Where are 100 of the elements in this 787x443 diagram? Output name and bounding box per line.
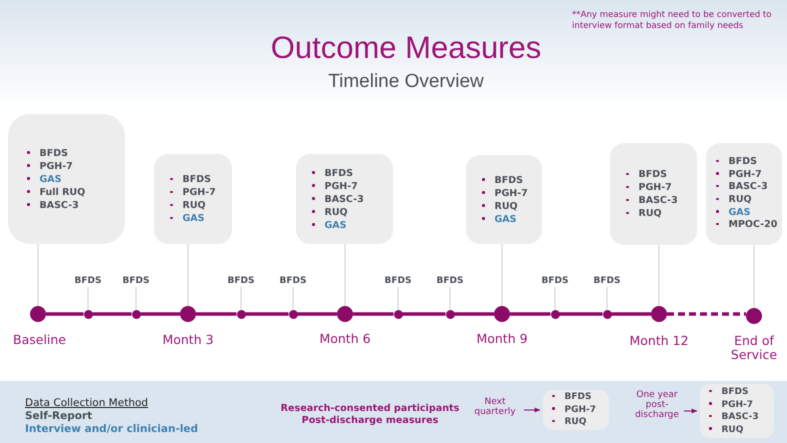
milestone-dot — [746, 308, 762, 324]
timeline-segment — [510, 312, 550, 316]
note-text: **Any measure might need to be converted to interview format based on family needs — [572, 10, 773, 32]
measure-card — [610, 143, 697, 245]
measure-label: BFDS — [378, 276, 418, 286]
measure-item: BFDS — [626, 168, 697, 181]
measure-item: RUQ — [552, 416, 609, 429]
measure-card — [700, 384, 774, 438]
measure-item: GAS — [716, 206, 782, 220]
measure-label: BFDS — [221, 276, 261, 286]
measure-item: RUQ — [170, 199, 232, 212]
legend-entry: Self-Report — [25, 410, 92, 422]
milestone-label: Month 12 — [628, 334, 690, 348]
timeline-segment — [560, 312, 602, 316]
measure-item: PGH-7 — [709, 398, 774, 411]
measure-item: RUQ — [312, 206, 393, 218]
legend-entry: Interview and/or clinician-led — [25, 423, 198, 435]
measure-label: BFDS — [587, 276, 627, 286]
subtitle: Timeline Overview — [327, 71, 485, 93]
measure-card — [543, 390, 609, 430]
measure-item: PGH-7 — [626, 181, 697, 194]
interval-label: One year post-discharge — [630, 390, 684, 420]
timeline-dot — [446, 310, 454, 318]
measure-item: RUQ — [626, 207, 697, 220]
group-note: Research-consented participants Post-discharge measures — [280, 403, 460, 427]
measure-card — [154, 154, 232, 244]
interval-label: Next quarterly — [466, 397, 524, 417]
timeline-segment — [92, 312, 132, 316]
measure-item: RUQ — [709, 424, 774, 436]
measure-item: PGH-7 — [27, 160, 125, 172]
measure-item: PGH-7 — [552, 404, 609, 416]
connector-line — [606, 286, 608, 310]
measure-item: PGH-7 — [170, 186, 232, 199]
milestone-label: Month 3 — [161, 333, 215, 347]
timeline-dot — [394, 310, 402, 318]
measure-item: BASC-3 — [716, 181, 782, 194]
measure-label: BFDS — [68, 276, 108, 286]
measure-item: GAS — [27, 172, 125, 186]
title: Outcome Measures — [270, 30, 542, 66]
milestone-dot — [337, 306, 353, 322]
measure-card — [466, 155, 542, 244]
measure-label: BFDS — [273, 276, 313, 286]
timeline-segment — [353, 312, 394, 316]
measure-item: GAS — [482, 212, 542, 226]
timeline-dot — [132, 310, 140, 318]
timeline-segment — [46, 312, 84, 316]
timeline-dot — [288, 310, 298, 318]
timeline-dot — [236, 310, 246, 318]
measure-item: PGH-7 — [312, 180, 393, 192]
timeline-segment — [298, 312, 337, 316]
measure-card — [296, 154, 393, 244]
measure-item: BASC-3 — [709, 411, 774, 424]
measure-item: BFDS — [482, 174, 542, 186]
measure-item: PGH-7 — [716, 168, 782, 182]
milestone-label: End of Service — [730, 334, 778, 362]
milestone-dot — [494, 306, 510, 322]
measure-item: GAS — [312, 218, 393, 232]
measure-card — [8, 114, 125, 244]
measure-item: BASC-3 — [27, 198, 125, 212]
milestone-label: Month 9 — [475, 332, 529, 346]
timeline-segment — [140, 312, 180, 316]
arrow — [524, 408, 541, 412]
arrow — [684, 408, 698, 414]
measure-item: MPOC-20 — [716, 219, 782, 232]
timeline-segment — [612, 312, 651, 316]
measure-item: BFDS — [170, 173, 232, 186]
measure-card — [706, 143, 782, 245]
timeline-segment — [667, 312, 746, 316]
measure-item: PGH-7 — [482, 186, 542, 200]
milestone-dot — [651, 306, 667, 322]
timeline-segment — [454, 312, 494, 316]
milestone-label: Month 6 — [318, 332, 372, 346]
measure-label: BFDS — [535, 276, 575, 286]
milestone-dot — [30, 306, 46, 322]
measure-item: BFDS — [312, 166, 393, 180]
measure-item: GAS — [170, 212, 232, 225]
measure-item: Full RUQ — [27, 186, 125, 198]
measure-item: BFDS — [716, 156, 782, 169]
milestone-label: Baseline — [13, 333, 65, 347]
connector-line — [292, 286, 294, 310]
legend-heading: Data Collection Method — [25, 397, 148, 409]
connector-line — [658, 244, 660, 306]
measure-item: BASC-3 — [626, 194, 697, 207]
measure-item: RUQ — [482, 200, 542, 212]
connector-line — [344, 244, 346, 306]
connector-line — [554, 286, 556, 310]
timeline-dot — [602, 310, 612, 318]
milestone-dot — [180, 306, 196, 322]
measure-item: BASC-3 — [312, 192, 393, 206]
timeline-segment — [402, 312, 446, 316]
timeline-dot — [550, 310, 560, 318]
measure-label: BFDS — [116, 276, 156, 286]
measure-item: RUQ — [716, 194, 782, 207]
connector-line — [240, 286, 242, 310]
measure-item: BFDS — [552, 391, 609, 404]
measure-item: BFDS — [709, 386, 774, 398]
timeline-segment — [246, 312, 288, 316]
timeline-dot — [84, 310, 92, 318]
measure-item: BFDS — [27, 146, 125, 160]
timeline-segment — [196, 312, 236, 316]
